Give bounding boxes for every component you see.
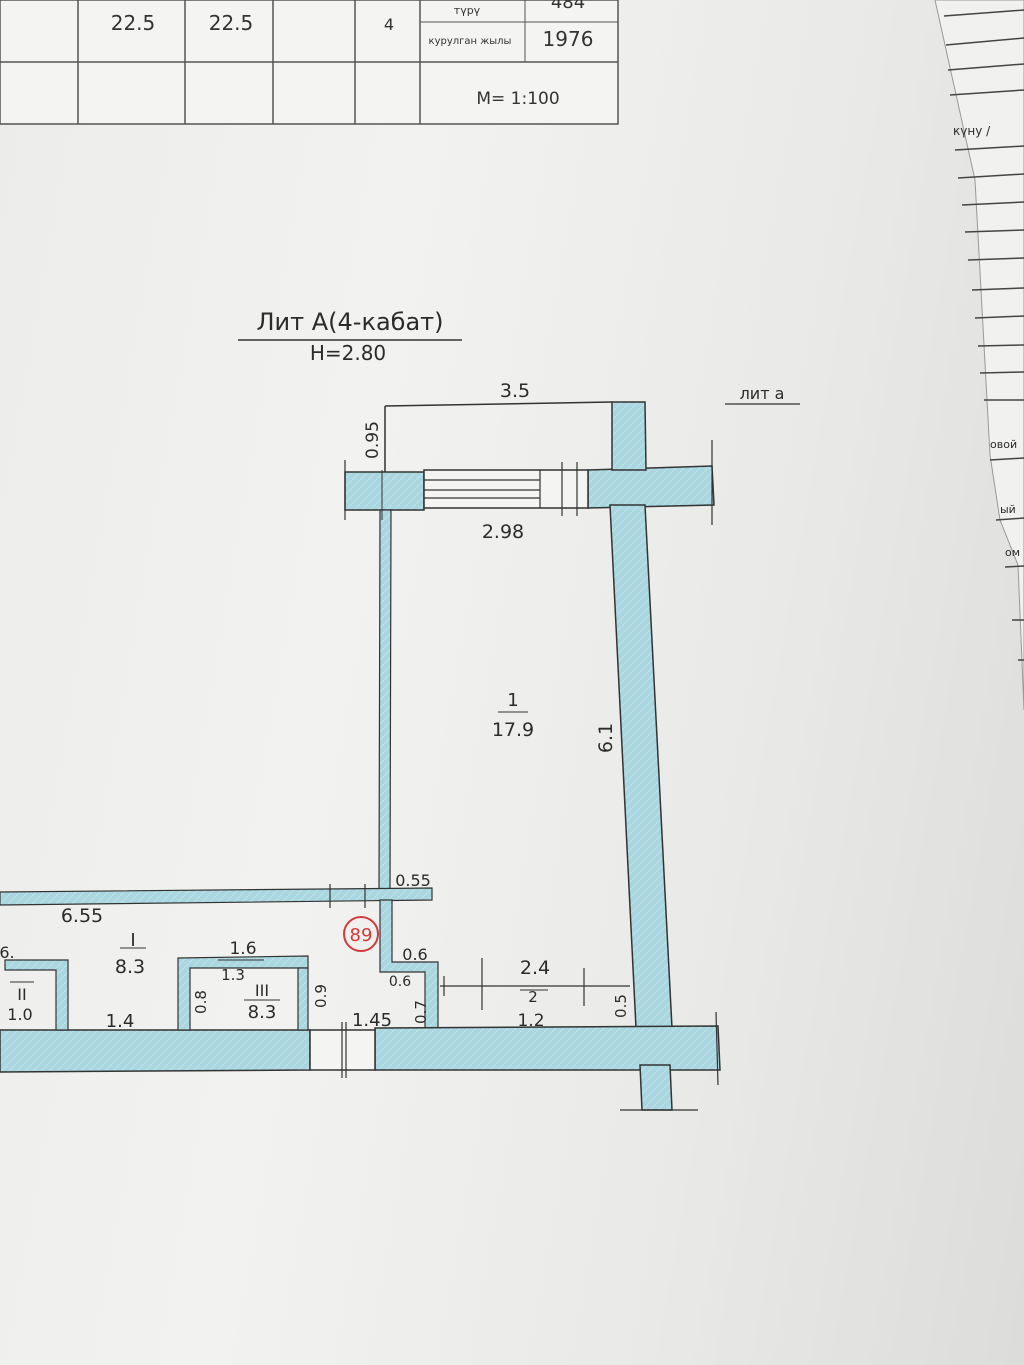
cell-area-total: 22.5 [111, 11, 156, 35]
cell-built-year: 1976 [543, 27, 594, 51]
room-III-number: III [255, 981, 269, 1000]
dim-07: 0.7 [412, 1000, 430, 1024]
plan-height-text: Н=2.80 [310, 341, 386, 365]
dim-corridor-len: 6.55 [61, 905, 103, 927]
dim-inner-width: 2.98 [482, 521, 524, 543]
sheet-text-2: овой [990, 438, 1017, 451]
cell-built-label: курулган жылы [429, 36, 512, 47]
stamp: 89 [343, 916, 379, 952]
sheet-text-1: күну / [953, 124, 991, 138]
balcony [384, 401, 613, 472]
right-sheet: күну / овой ый ом [934, 0, 1024, 711]
room-1-number: 1 [507, 690, 518, 711]
lit-a-label: лит а [740, 384, 785, 403]
dim-small-055: 0.55 [395, 871, 431, 890]
plan-title: Лит А(4-кабат) Н=2.80 [238, 308, 462, 365]
plan-title-text: Лит А(4-кабат) [256, 308, 443, 336]
dim-top-width: 3.5 [500, 380, 530, 402]
dim-145: 1.45 [352, 1010, 392, 1031]
cell-type-label: түрү [454, 4, 481, 17]
cell-scale: М= 1:100 [476, 89, 559, 109]
sheet-text-3: ый [1000, 503, 1016, 516]
room-2-area: 1.2 [517, 1011, 544, 1031]
dim-06b: 0.6 [389, 974, 411, 990]
dim-09: 0.9 [312, 984, 330, 1008]
cell-type-value: 484 [551, 0, 585, 13]
room-1-area: 17.9 [492, 719, 534, 741]
openings [309, 440, 719, 1111]
room-2-number: 2 [528, 988, 538, 1006]
walls [0, 401, 721, 1111]
room-labels: 1 17.9 2 1.2 I 8.3 II 1.0 III 8.3 [7, 690, 544, 1031]
cell-area-living: 22.5 [209, 11, 254, 35]
dim-13: 1.3 [221, 966, 245, 984]
stamp-number: 89 [350, 925, 373, 946]
dim-05: 0.5 [612, 994, 630, 1018]
dim-right-length: 6.1 [595, 723, 617, 753]
cell-floor: 4 [384, 15, 394, 34]
room-II-area: 1.0 [7, 1005, 32, 1024]
dim-6: 6. [0, 943, 15, 962]
room-III-area: 8.3 [248, 1002, 277, 1023]
dim-08: 0.8 [192, 990, 210, 1014]
room-I-number: I [130, 930, 135, 951]
dim-06a: 0.6 [402, 945, 427, 964]
room-II-number: II [17, 985, 26, 1004]
header-table: 22.5 22.5 4 түрү 484 курулган жылы 1976 … [0, 0, 619, 125]
dim-top-depth: 0.95 [363, 421, 383, 459]
room-I-area: 8.3 [115, 956, 145, 978]
sheet-text-4: ом [1005, 546, 1020, 559]
dim-24: 2.4 [520, 957, 550, 979]
dimension-lines [10, 470, 630, 1010]
dim-14: 1.4 [106, 1011, 135, 1032]
dimension-labels: 3.5 0.95 2.98 6.1 0.55 6.55 0.6 0.6 2.4 … [0, 380, 630, 1032]
dim-16: 1.6 [229, 939, 256, 959]
